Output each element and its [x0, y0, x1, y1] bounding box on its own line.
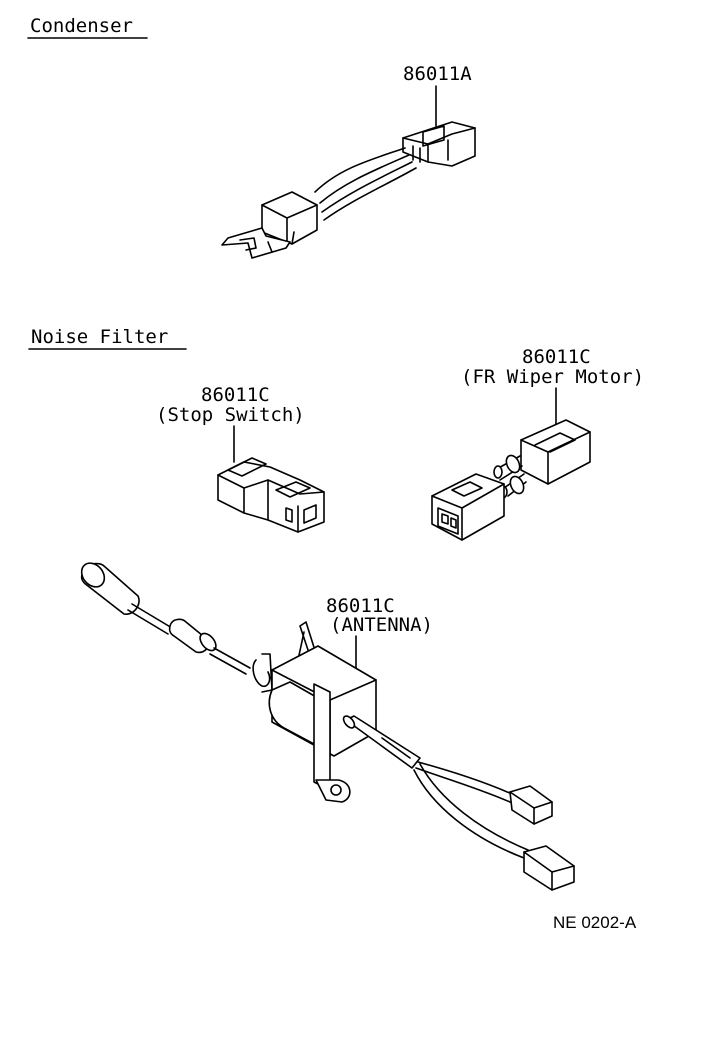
antenna-part-number: 86011C	[326, 595, 395, 617]
stop-switch-label: (Stop Switch)	[156, 404, 305, 426]
condenser-drawing	[221, 121, 476, 259]
stop-switch-filter-drawing	[217, 457, 325, 533]
condenser-body	[261, 191, 318, 245]
wiper-motor-filter-drawing	[431, 419, 591, 541]
antenna-label: (ANTENNA)	[330, 614, 433, 636]
condenser-connector	[402, 121, 476, 167]
condenser-bracket	[221, 227, 291, 259]
stop-switch-part-number: 86011C	[201, 384, 270, 406]
condenser-heading: Condenser	[30, 15, 133, 37]
figure-code: NE 0202-A	[553, 913, 637, 932]
antenna-filter-drawing	[80, 562, 575, 891]
wiper-motor-part-number: 86011C	[522, 346, 591, 368]
noise-filter-heading: Noise Filter	[31, 326, 168, 348]
wiper-motor-label: (FR Wiper Motor)	[461, 366, 644, 388]
condenser-wires	[314, 147, 417, 221]
condenser-part-number: 86011A	[403, 63, 472, 85]
